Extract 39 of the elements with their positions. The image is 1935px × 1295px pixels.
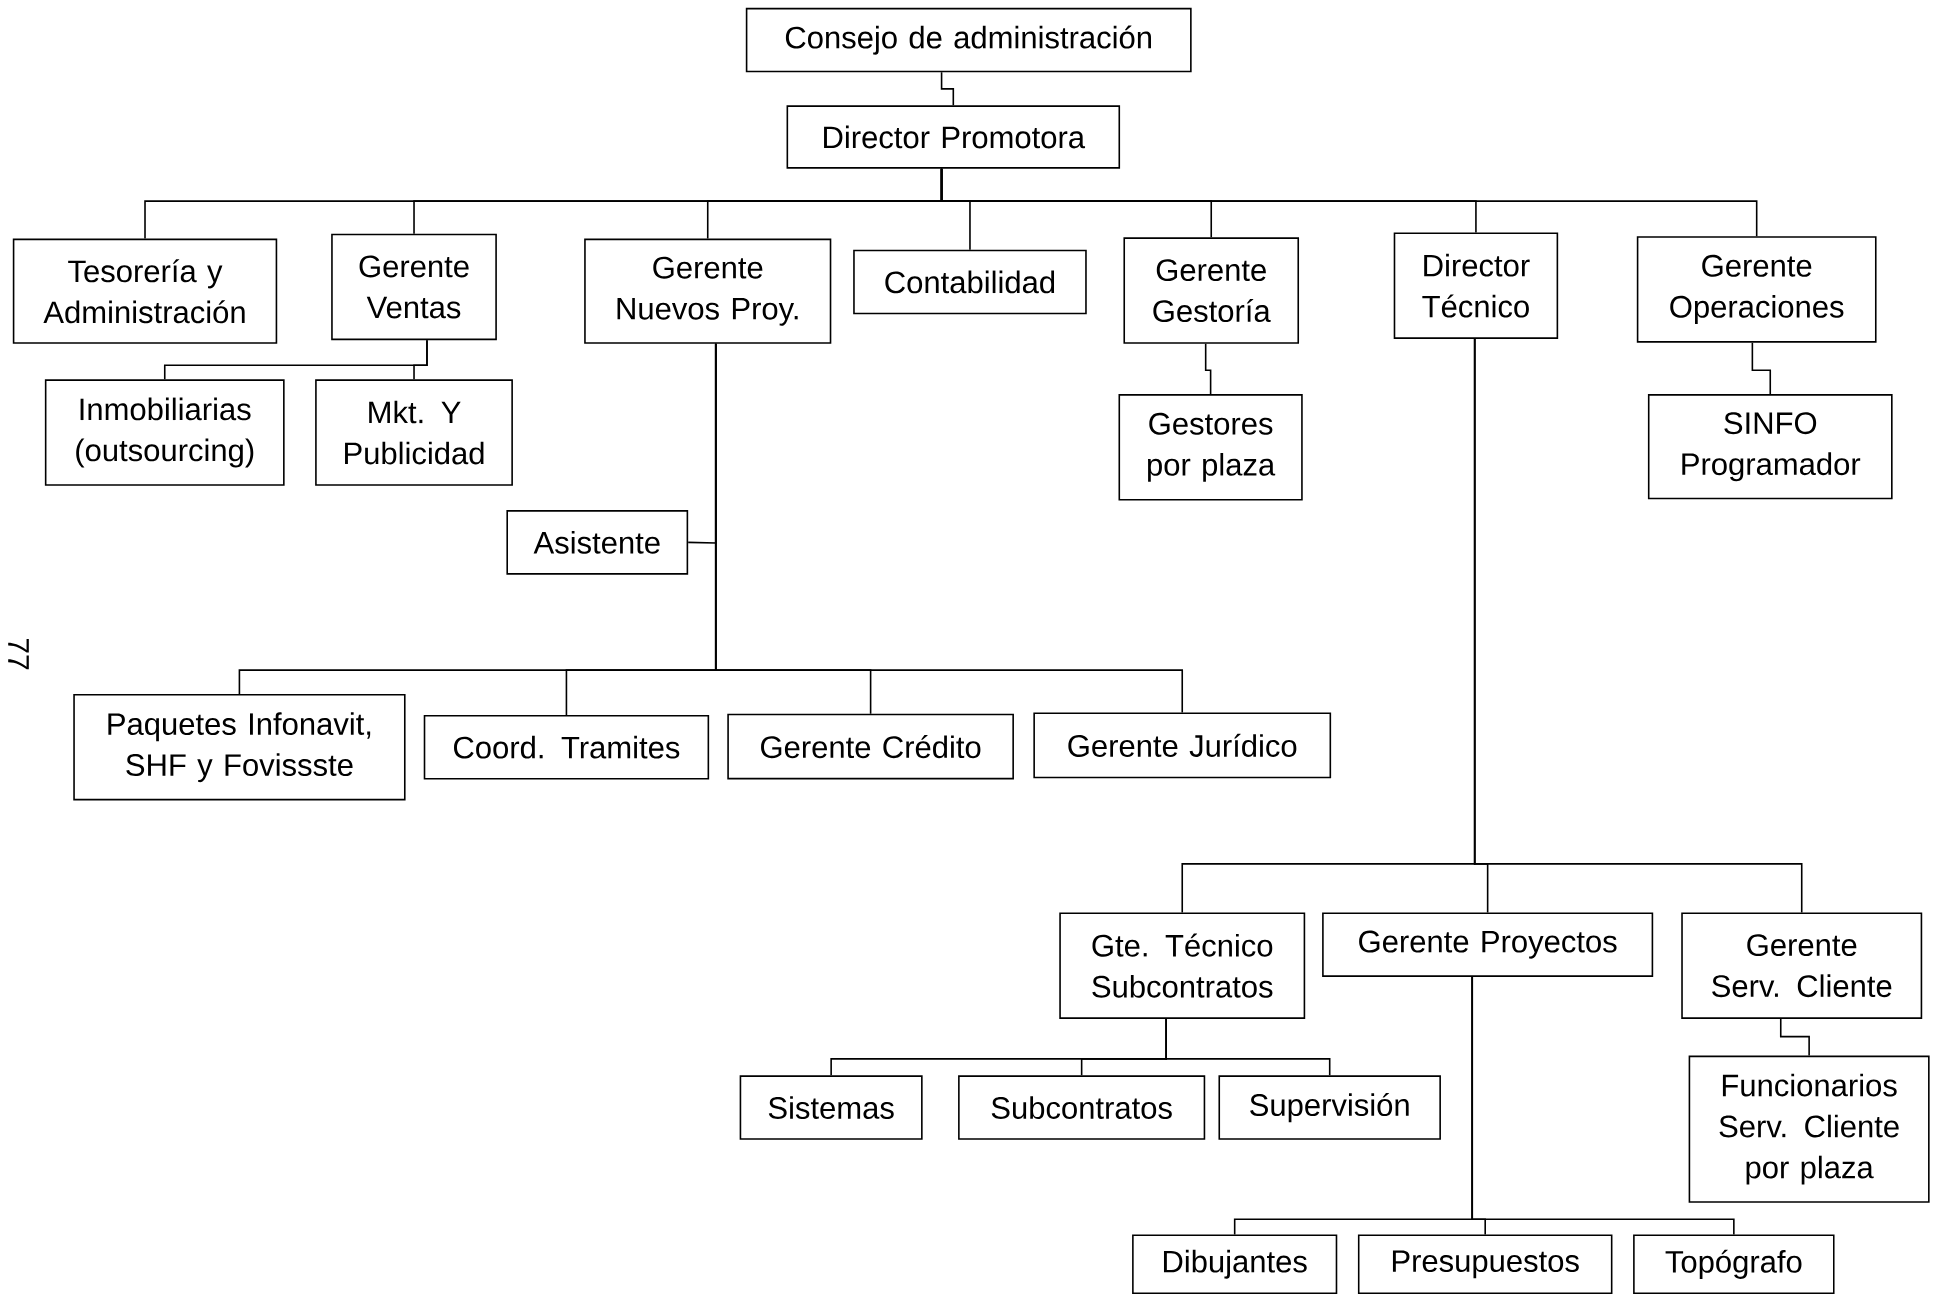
position-box: Topógrafo — [1633, 1234, 1835, 1295]
position-box: Gerente Crédito — [727, 713, 1014, 780]
connector-line — [940, 71, 955, 107]
position-box: Coord. Tramites — [423, 715, 710, 780]
connector-line — [1751, 342, 1772, 396]
connector-line — [1165, 1018, 1331, 1077]
position-box: Gerente Gestoría — [1123, 237, 1300, 345]
position-box: Tesorería y Administración — [12, 238, 278, 345]
position-box: Gerente Operaciones — [1636, 236, 1877, 343]
position-box: Gte. Técnico Subcontratos — [1059, 912, 1306, 1020]
position-box: Gerente Proyectos — [1322, 912, 1654, 978]
position-box: Subcontratos — [958, 1075, 1206, 1141]
connector-line — [1779, 1018, 1810, 1057]
position-box: Paquetes Infonavit, SHF y Fovissste — [73, 694, 406, 801]
position-box: Contabilidad — [853, 249, 1087, 315]
connector-line — [1204, 343, 1212, 396]
position-box: Supervisión — [1218, 1075, 1441, 1141]
position-box: Gestores por plaza — [1118, 394, 1303, 501]
connector-line — [1473, 338, 1803, 914]
position-box: Gerente Serv. Cliente — [1681, 912, 1923, 1020]
position-box: Presupuestos — [1357, 1234, 1613, 1295]
position-box: Funcionarios Serv. Cliente por plaza — [1688, 1055, 1930, 1203]
position-box: Dibujantes — [1132, 1234, 1338, 1295]
position-box: Gerente Ventas — [331, 233, 497, 341]
position-box: Gerente Nuevos Proy. — [584, 238, 832, 345]
connector-line — [1471, 976, 1735, 1236]
position-box: Inmobiliarias (outsourcing) — [44, 379, 285, 487]
position-box: Asistente — [506, 510, 689, 575]
position-box: Director Técnico — [1393, 232, 1559, 340]
position-box: Sistemas — [739, 1075, 923, 1141]
page-number: 77 — [8, 639, 29, 670]
position-box: SINFO Programador — [1647, 394, 1893, 500]
position-box: Director Promotora — [786, 105, 1121, 169]
connector-line — [413, 339, 428, 381]
position-box: Gerente Jurídico — [1033, 712, 1332, 779]
connector-line — [714, 343, 1184, 714]
connector-line — [940, 168, 1758, 238]
position-box: Mkt. Y Publicidad — [315, 379, 513, 487]
position-box: Consejo de administración — [745, 8, 1192, 73]
